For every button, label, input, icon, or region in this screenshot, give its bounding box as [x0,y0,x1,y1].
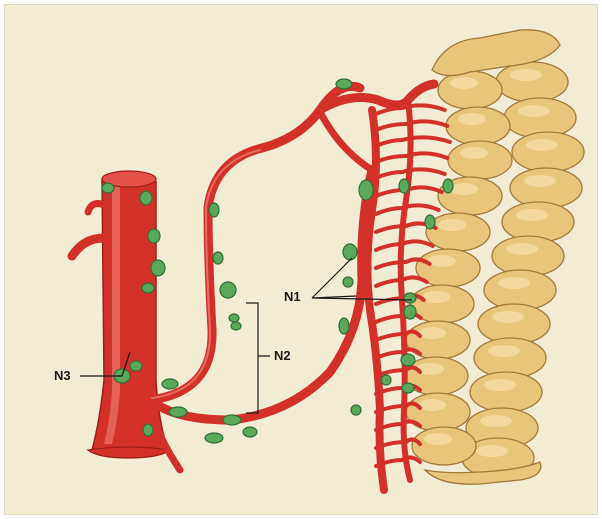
label-n1: N1 [284,289,301,304]
lymph-node [205,433,223,443]
colon-haustrum [438,71,502,109]
mesenteric-vessels [150,84,450,490]
vas-rectum [376,108,402,114]
branch-left-upper [72,238,104,256]
colon-haustrum-highlight [450,183,478,195]
colon-haustrum-highlight [488,345,520,357]
colon-haustrum [470,372,542,412]
colon-haustrum [446,107,510,145]
lymph-node [343,244,357,260]
colon-haustrum [502,202,574,242]
lymph-node [243,427,257,437]
colon-haustrum-highlight [524,175,556,187]
lymph-node [404,305,416,319]
colon-haustrum-highlight [484,379,516,391]
lymph-node [229,314,239,322]
colon-haustrum-highlight [424,433,452,445]
colon-haustrum-highlight [418,399,446,411]
colon-haustrum-highlight [506,243,538,255]
vessel-middle-connector [320,112,372,170]
lymph-node [148,229,160,243]
vas-rectum [376,352,402,358]
lymph-node [162,379,178,389]
vas-rectum [376,172,402,178]
colon-haustrum [512,132,584,172]
lymph-node [425,215,435,229]
colon [404,30,584,484]
lymph-node [401,354,415,366]
lymph-node [102,183,114,193]
vas-rectum [376,208,402,214]
colon-haustrum-highlight [458,113,486,125]
colon-haustrum-highlight [476,445,508,457]
aorta-foot [88,447,170,458]
lymph-node [143,424,153,436]
vas-rectum [376,124,406,130]
lymph-node [220,282,236,298]
vessel-loop-left [150,86,360,400]
lymph-node [381,375,391,385]
colon-haustrum [412,427,476,465]
colon-haustrum-highlight [492,311,524,323]
colon-haustrum-highlight [422,291,450,303]
vas-rectum [402,277,427,282]
lymph-node [209,203,219,217]
lymph-node [443,179,453,193]
lymph-node [343,277,353,287]
lymph-node [140,191,152,205]
colon-haustrum [406,393,470,431]
lymph-node [223,415,241,425]
colon-haustrum-highlight [438,219,466,231]
lymph-node [399,179,409,193]
lymph-node [169,407,187,417]
n2-bracket [246,303,270,413]
lymph-node [351,405,361,415]
colon-haustrum-highlight [460,147,488,159]
lymph-node [336,79,352,89]
colon-haustrum [496,62,568,102]
label-n3: N3 [54,368,71,383]
colon-haustrum [406,321,470,359]
colon-haustrum [426,213,490,251]
lymph-node [339,318,349,334]
lymph-node [151,260,165,276]
vas-rectum [402,241,433,246]
colon-haustrum-highlight [510,69,542,81]
lymph-node [402,383,414,393]
colon-haustrum-highlight [480,415,512,427]
colon-haustrum-highlight [450,77,478,89]
colon-haustrum-highlight [526,139,558,151]
lymph-node [404,293,416,303]
colon-haustrum-highlight [498,277,530,289]
lymph-node [359,180,373,200]
colon-haustrum-highlight [428,255,456,267]
lymph-node [130,361,142,371]
colon-haustrum [448,141,512,179]
lymph-node [142,283,154,293]
colon-haustrum-highlight [516,209,548,221]
vas-rectum [406,187,442,192]
vas-rectum [376,140,402,146]
label-n2: N2 [274,348,291,363]
colon-haustrum-highlight [418,327,446,339]
vas-rectum [376,156,406,162]
colon-haustrum-highlight [518,105,550,117]
lymph-node [231,322,241,330]
lymph-node [213,252,223,264]
vas-rectum [376,316,402,322]
